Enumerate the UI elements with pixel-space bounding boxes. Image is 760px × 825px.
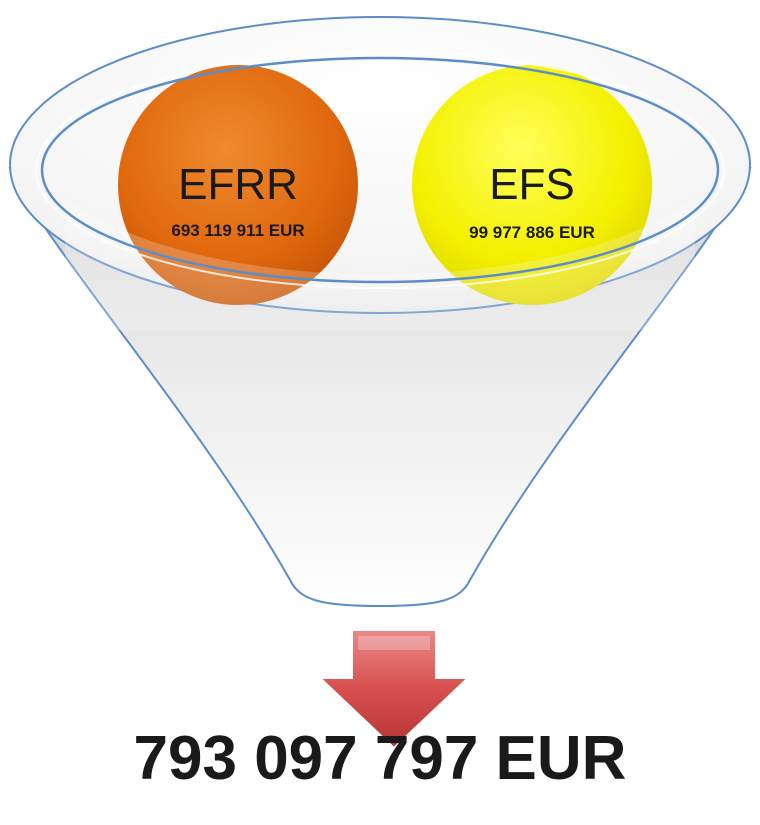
efs-circle (412, 65, 652, 305)
efs-amount: 99 977 886 EUR (469, 223, 595, 242)
efs-label: EFS (489, 160, 575, 209)
funnel-rim-highlight (35, 51, 725, 289)
total-amount: 793 097 797 EUR (133, 724, 627, 793)
efrr-label: EFRR (178, 160, 298, 209)
funnel-inner-rim (40, 56, 720, 284)
efrr-circle (118, 65, 358, 305)
efrr-amount: 693 119 911 EUR (171, 221, 305, 240)
down-arrow-icon (317, 629, 471, 750)
funnel-glass-overlay (65, 198, 695, 330)
